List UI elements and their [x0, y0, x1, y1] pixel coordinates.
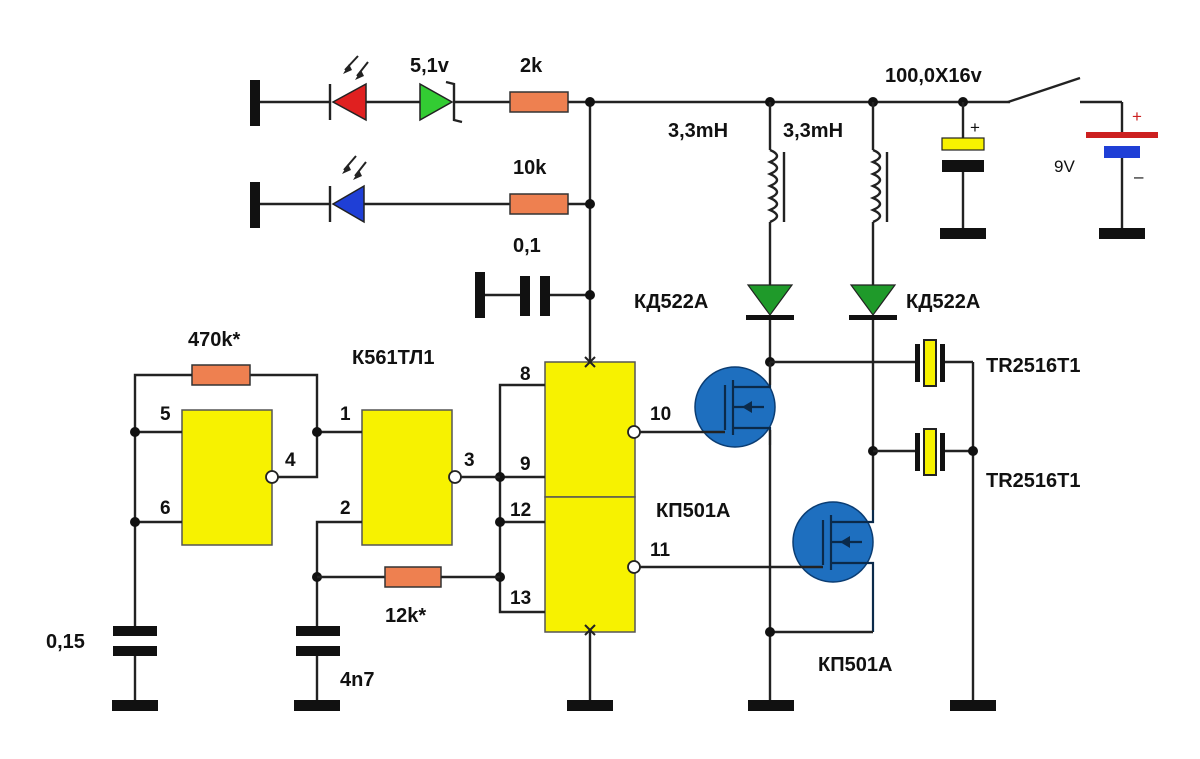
capacitor-0-15-label: 0,15: [46, 631, 85, 653]
capacitor-100u-label: 100,0X16v: [885, 65, 983, 87]
capacitor-0-1-label: 0,1: [513, 235, 541, 257]
pin-5: 5: [160, 404, 171, 425]
resistor-12k: [384, 566, 442, 588]
ic-gates-right: [544, 356, 641, 636]
ic-label: К561ТЛ1: [352, 347, 434, 369]
inductor-1-label: 3,3mH: [668, 120, 728, 142]
battery-minus-label: –: [1134, 167, 1144, 186]
diode-1: [746, 284, 794, 320]
piezo-1-label: TR2516T1: [986, 355, 1081, 377]
mosfet-2-label: КП501А: [818, 654, 892, 676]
ic-gate-left: [181, 409, 279, 546]
resistor-12k-label: 12k*: [385, 605, 426, 627]
resistor-470k: [191, 364, 251, 386]
diode-2: [849, 284, 897, 320]
pin-12: 12: [510, 500, 531, 521]
inductor-2-label: 3,3mH: [783, 120, 843, 142]
capacitor-100u: +: [940, 97, 986, 239]
resistor-2k-label: 2k: [520, 55, 543, 77]
pin-13: 13: [510, 588, 531, 609]
resistor-2k: [509, 91, 569, 113]
capacitor-4n7-label: 4n7: [340, 669, 374, 691]
left-terminal-1: [250, 80, 260, 126]
battery-plus-label: +: [1132, 107, 1142, 126]
pin-9: 9: [520, 454, 531, 475]
red-led: [328, 55, 369, 122]
piezo-1: [915, 339, 975, 700]
mosfet-1: [640, 366, 776, 448]
inductor-1: [765, 97, 786, 285]
resistor-10k: [509, 193, 569, 215]
piezo-2-label: TR2516T1: [986, 470, 1081, 492]
piezo-2: [915, 428, 978, 476]
capacitor-0-15: [112, 626, 158, 711]
resistor-10k-label: 10k: [513, 157, 547, 179]
pin-1: 1: [340, 404, 351, 425]
pin-11: 11: [650, 540, 671, 561]
resistor-470k-label: 470k*: [188, 329, 240, 351]
pin-2: 2: [340, 498, 351, 519]
capacitor-4n7: [294, 626, 340, 711]
inductor-2: [868, 97, 889, 285]
capacitor-plus-label: +: [970, 118, 980, 137]
mosfet-2: [640, 501, 875, 632]
blue-led-branch: 10k: [250, 155, 590, 228]
diode-2-label: КД522А: [906, 291, 980, 313]
blue-led: [328, 155, 367, 224]
left-terminal-2: [250, 182, 260, 228]
pin-4: 4: [285, 450, 296, 471]
battery-9v: + – 9V: [1054, 102, 1158, 239]
pin-10: 10: [650, 404, 671, 425]
ic-gate-middle: [361, 409, 462, 546]
led-indicator-branch: 5,1v 2k: [250, 55, 1010, 126]
battery-label: 9V: [1054, 157, 1075, 176]
pin-6: 6: [160, 498, 171, 519]
mosfet-1-label: КП501А: [656, 500, 730, 522]
diode-1-label: КД522А: [634, 291, 708, 313]
pin-8: 8: [520, 364, 531, 385]
pin-3: 3: [464, 450, 475, 471]
power-switch: [1007, 76, 1122, 104]
zener-label: 5,1v: [410, 55, 450, 77]
capacitor-0-1: 0,1: [475, 235, 590, 318]
